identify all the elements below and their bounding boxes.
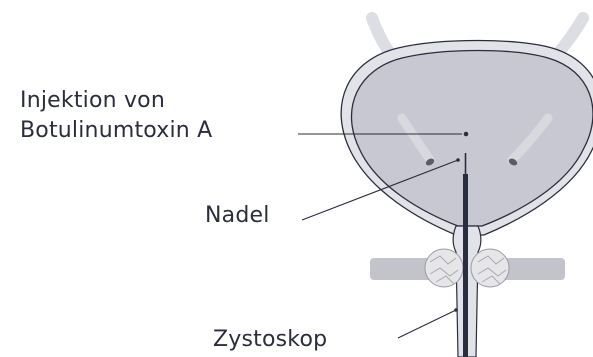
injection-label-line1: Injektion von	[20, 86, 212, 116]
right-sphincter	[471, 249, 509, 287]
needle-leader-dot	[456, 158, 460, 162]
left-sphincter	[425, 249, 463, 287]
cystoscope-leader-line	[398, 310, 456, 338]
cystoscope-leader-dot	[454, 308, 458, 312]
bladder-lumen	[351, 51, 592, 227]
injection-label: Injektion von Botulinumtoxin A	[20, 86, 212, 146]
needle-label: Nadel	[205, 201, 270, 231]
cystoscope-label: Zystoskop	[213, 325, 327, 355]
cystoscope-shaft	[463, 174, 468, 357]
injection-label-line2: Botulinumtoxin A	[20, 116, 212, 146]
injection-point-dot	[464, 132, 469, 137]
